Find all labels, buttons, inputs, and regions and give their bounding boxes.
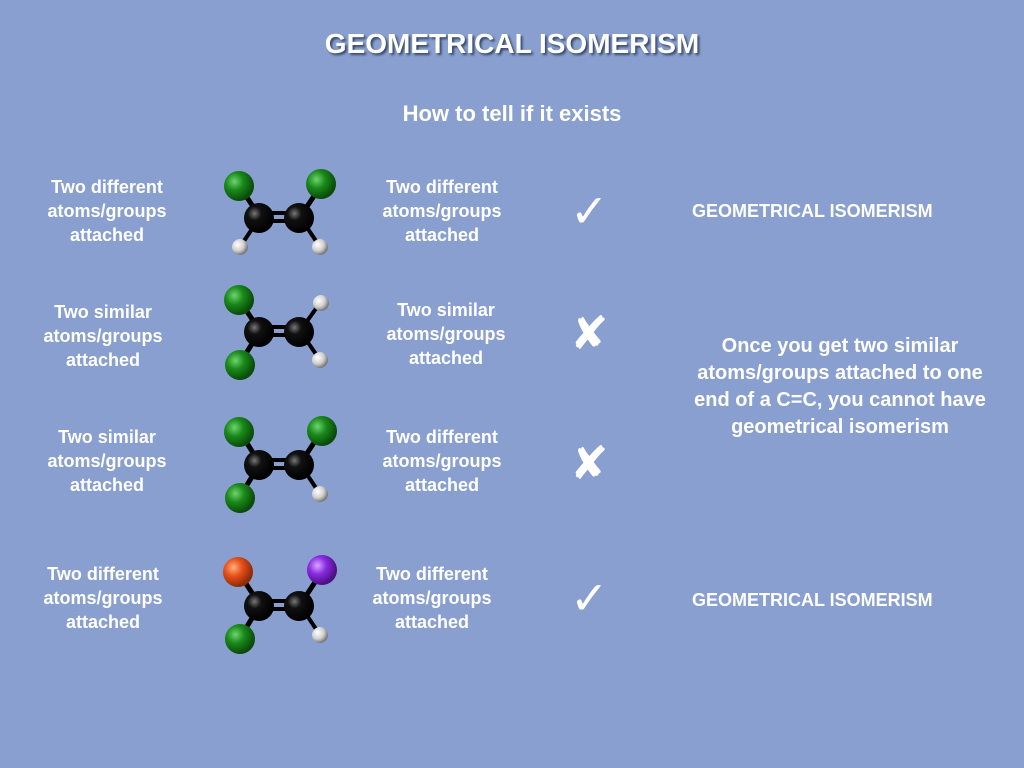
row3-right-label: Two different atoms/groups attached bbox=[382, 427, 502, 495]
page-subtitle: How to tell if it exists bbox=[402, 101, 622, 126]
check-icon: ✓ bbox=[570, 184, 609, 238]
molecule-row4 bbox=[223, 555, 337, 654]
row4-right-label: Two different atoms/groups attached bbox=[372, 564, 492, 632]
page-title: GEOMETRICAL ISOMERISM bbox=[324, 28, 700, 59]
row3-left-label: Two similar atoms/groups attached bbox=[47, 427, 167, 495]
row1-left-label: Two different atoms/groups attached bbox=[47, 177, 167, 245]
row2-right-label: Two similar atoms/groups attached bbox=[386, 300, 506, 368]
row4-left-label: Two different atoms/groups attached bbox=[43, 564, 163, 632]
row4-result: GEOMETRICAL ISOMERISM bbox=[692, 590, 933, 610]
molecule-row3 bbox=[224, 416, 337, 513]
cross-icon: ✘ bbox=[570, 306, 609, 360]
row2-left-label: Two similar atoms/groups attached bbox=[43, 302, 163, 370]
molecule-row2 bbox=[224, 285, 329, 380]
check-icon: ✓ bbox=[570, 571, 609, 625]
explanation-note: Once you get two similar atoms/groups at… bbox=[694, 335, 986, 438]
row1-right-label: Two different atoms/groups attached bbox=[382, 177, 502, 245]
molecule-row1 bbox=[224, 169, 336, 255]
cross-icon: ✘ bbox=[570, 436, 609, 490]
row1-result: GEOMETRICAL ISOMERISM bbox=[692, 201, 933, 221]
